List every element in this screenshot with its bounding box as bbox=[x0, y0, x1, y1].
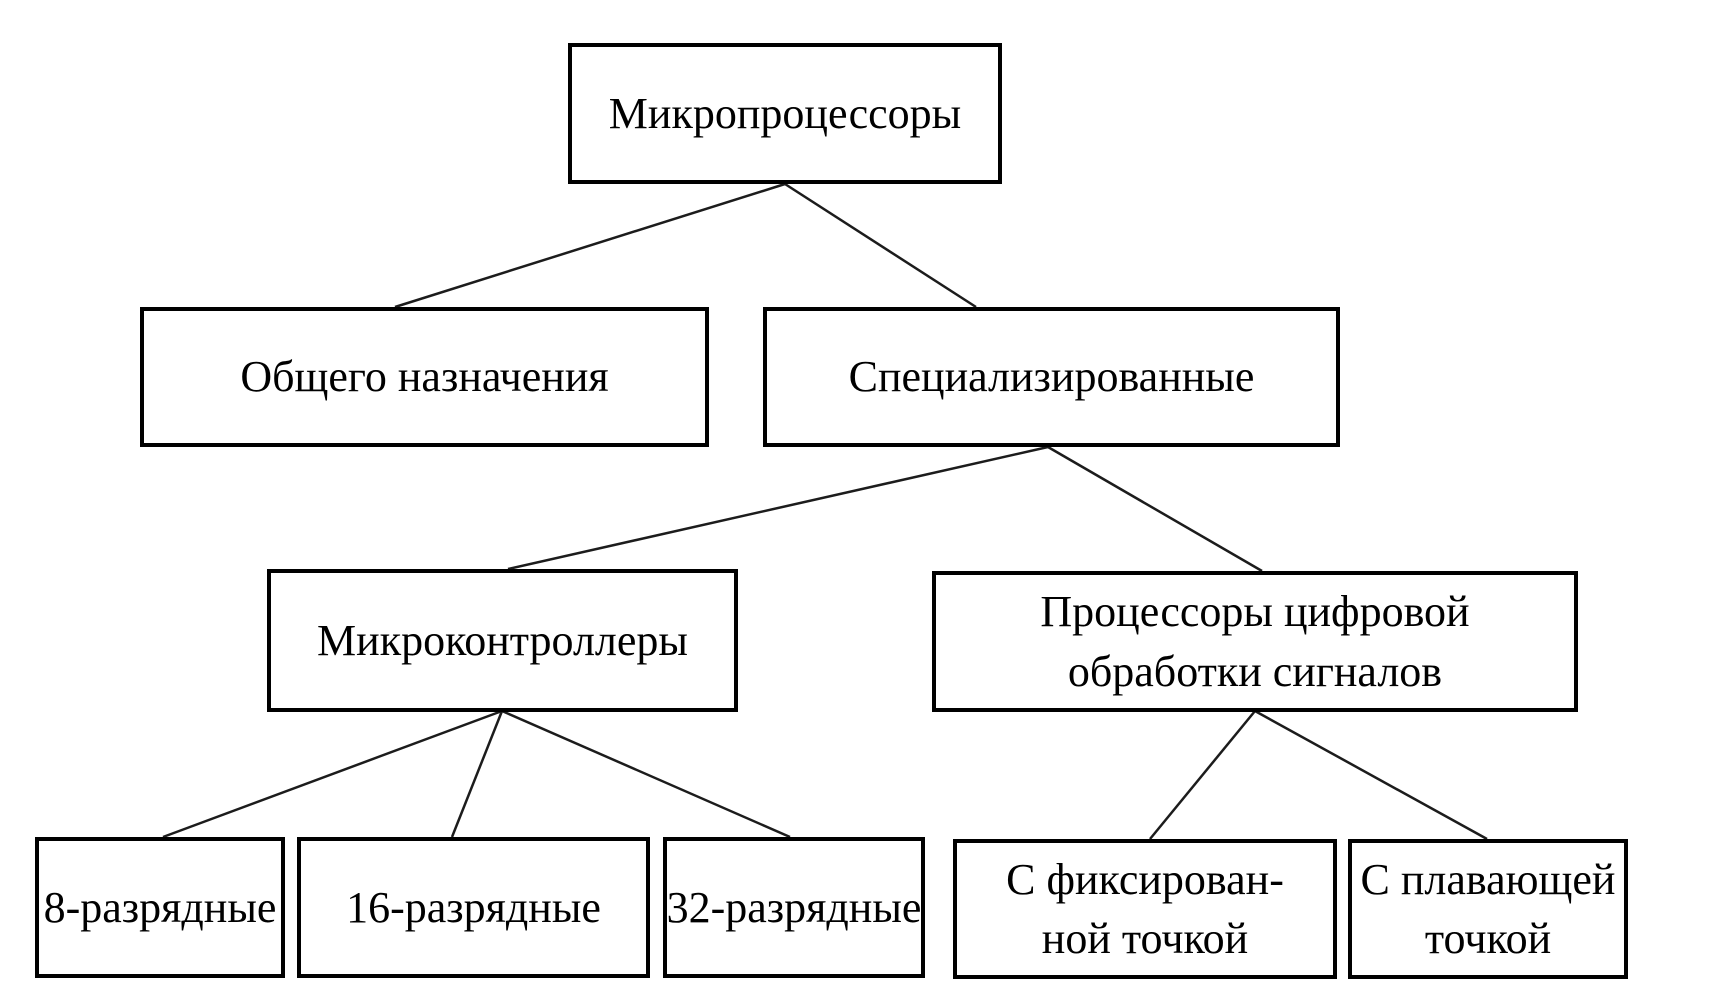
node-32-bit: 32-разрядные bbox=[663, 837, 925, 978]
edge-microprocessors-general-purpose bbox=[394, 182, 786, 309]
node-specialized: Специализированные bbox=[763, 307, 1340, 447]
edge-specialized-microcontrollers bbox=[507, 445, 1049, 571]
edge-microprocessors-specialized bbox=[784, 182, 977, 309]
node-general-purpose: Общего назначения bbox=[140, 307, 709, 447]
node-microprocessors: Микропроцессоры bbox=[568, 43, 1002, 184]
node-16-bit: 16-разрядные bbox=[297, 837, 650, 978]
edge-specialized-dsp bbox=[1047, 445, 1263, 573]
edge-microcontrollers-bit16 bbox=[450, 710, 504, 838]
edge-dsp-fixed-point bbox=[1149, 710, 1256, 840]
edge-microcontrollers-bit32 bbox=[501, 709, 791, 839]
node-fixed-point: С фиксирован- ной точкой bbox=[953, 839, 1337, 979]
node-dsp: Процессоры цифровой обработки сигналов bbox=[932, 571, 1578, 712]
node-floating-point: С плавающей точкой bbox=[1348, 839, 1628, 979]
node-microcontrollers: Микроконтроллеры bbox=[267, 569, 738, 712]
edge-dsp-floating-point bbox=[1254, 709, 1488, 841]
node-8-bit: 8-разрядные bbox=[35, 837, 285, 978]
edge-microcontrollers-bit8 bbox=[162, 709, 503, 839]
